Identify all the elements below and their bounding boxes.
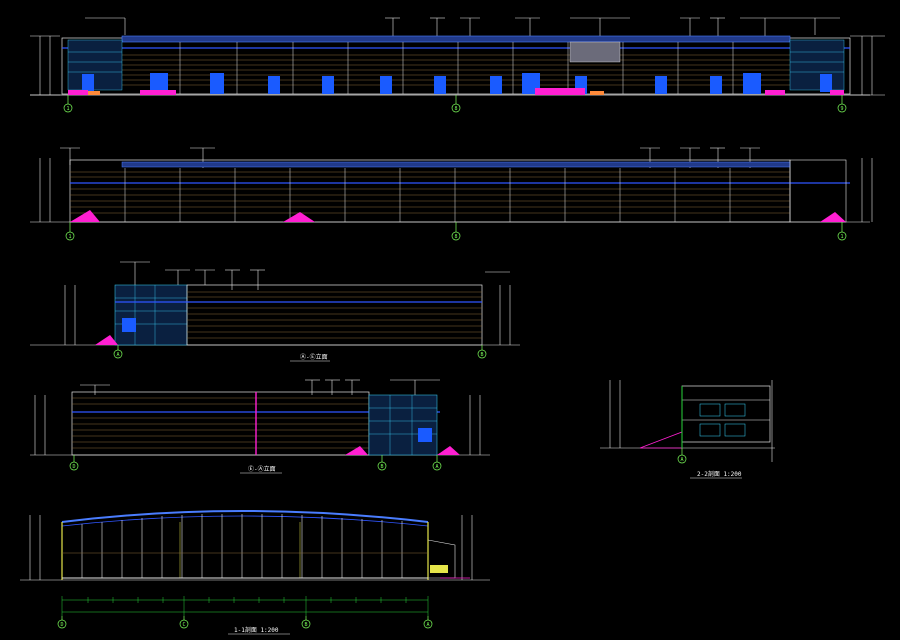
- grid-label: 8: [454, 234, 457, 240]
- elevation-4: D B A Ⓔ-Ⓐ立面: [30, 379, 490, 474]
- view-title: Ⓔ-Ⓐ立面: [248, 465, 276, 473]
- grid-label: C: [182, 622, 185, 628]
- grid-label: B: [480, 352, 483, 358]
- grid-label: 8: [454, 106, 457, 112]
- section-2: A 2-2剖面 1:200: [600, 380, 775, 479]
- grid-label: A: [680, 457, 683, 463]
- elevation-2: 1 8 1: [30, 147, 873, 241]
- view-title: 2-2剖面 1:200: [697, 470, 742, 478]
- grid-label: B: [304, 622, 307, 628]
- grid-label: A: [435, 464, 438, 470]
- grid-label: 1: [66, 106, 69, 112]
- grid-label: 9: [840, 106, 843, 112]
- grid-label: 1: [840, 234, 843, 240]
- grid-label: A: [426, 622, 429, 628]
- view-title: Ⓐ-Ⓔ立面: [300, 353, 328, 361]
- grid-label: 1: [68, 234, 71, 240]
- grid-label: D: [60, 622, 63, 628]
- elevation-3: A B Ⓐ-Ⓔ立面: [30, 261, 520, 362]
- grid-label: D: [72, 464, 75, 470]
- grid-label: A: [116, 352, 119, 358]
- view-title: 1-1剖面 1:200: [234, 626, 279, 634]
- grid-label: B: [380, 464, 383, 470]
- elevation-1: 1 8 9: [30, 17, 885, 113]
- section-1: D C B A 1-1剖面 1:200: [20, 510, 490, 635]
